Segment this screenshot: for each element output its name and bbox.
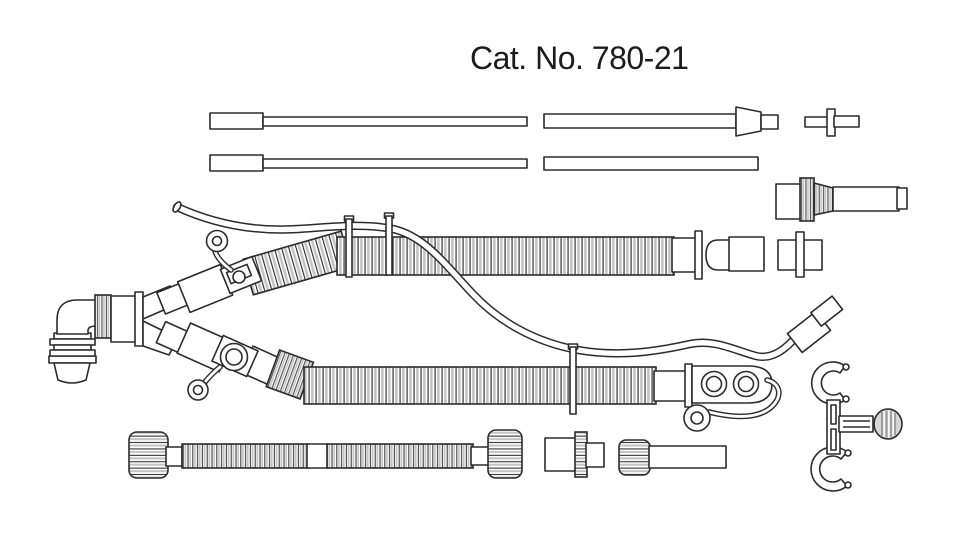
support-rod-1 (209, 112, 528, 130)
inspiratory-limb-corrugated (242, 230, 703, 296)
support-rod-2 (209, 154, 528, 172)
clip-knob (873, 408, 903, 440)
luer-adapter-small (804, 108, 860, 137)
wye-upper-arm (156, 229, 263, 315)
limb-connector (705, 236, 765, 272)
sampling-tube-with-nozzle (543, 106, 779, 137)
upper-luer-port (232, 270, 246, 284)
swivel-adapter-assembly (775, 177, 908, 222)
patient-elbow (48, 291, 144, 384)
plain-tube (543, 156, 759, 171)
right-adapter-with-tube (618, 439, 727, 476)
gas-sampling-line (172, 201, 844, 362)
straight-connector-flanged (777, 231, 823, 278)
extension-tube-with-nuts (128, 429, 523, 479)
double-hose-clip (810, 361, 903, 492)
catalog-number: Cat. No. 780-21 (470, 40, 689, 76)
line-tie-clips (343, 212, 579, 415)
sampling-line-tip (810, 295, 844, 327)
wye-lower-arm (155, 320, 259, 401)
dual-port-manifold-with-cap (683, 365, 782, 432)
mid-adapter (544, 431, 605, 478)
